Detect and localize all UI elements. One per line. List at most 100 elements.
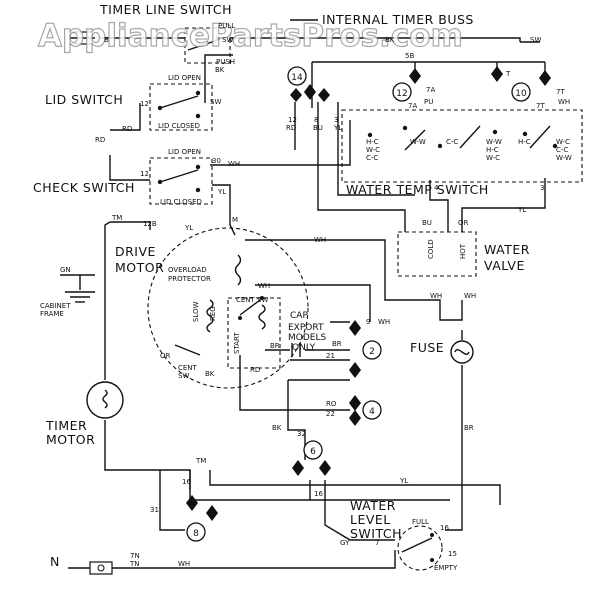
wiring [60,19,546,569]
overload-label-1: OVERLOAD [168,266,207,274]
pos-wc-2: W-C [486,154,500,162]
cam-8-label: 8 [193,529,199,539]
code-wh-check: WH [228,160,240,168]
term-16-mid: 16 [314,490,323,498]
code-br-2: BR [332,340,342,348]
code-wh-motor: WH [258,282,270,290]
water-valve-label-2: VALVE [484,258,525,273]
code-bk-lid: BK [215,66,225,74]
code-rd-left: RD [95,136,105,144]
term-21: 21 [326,352,335,360]
code-wh-neutral: WH [178,560,190,568]
code-yl-check: YL [217,188,226,196]
cam-6-label: 6 [310,447,316,457]
term-31: 31 [150,506,159,514]
cam-2-label: 2 [369,347,375,357]
timer-line-switch-label: TIMER LINE SWITCH [99,2,232,17]
lid-closed-label: LID CLOSED [158,122,200,130]
term-5b: 5B [405,52,414,60]
pos-hc-1: H-C [366,138,379,146]
term-12-cam: 12 [288,116,297,124]
internal-timer-buss-label: INTERNAL TIMER BUSS [322,12,474,27]
term-7t: 7T [556,88,565,96]
cam-12-label: 12 [396,89,407,99]
code-br-start: BR [270,342,280,350]
frame-label: FRAME [40,310,64,318]
code-bu-14: BU [313,124,323,132]
pos-cc-1: C-C [366,154,378,162]
term-16-left: 16 [182,478,191,486]
code-wh-valve: WH [430,292,442,300]
cap-label-1: CAP [290,311,308,321]
lid-open-label: LID OPEN [168,74,201,82]
lid-open-label-2: LID OPEN [168,148,201,156]
term-16-right: 16 [440,524,449,532]
drive-motor-label-2: MOTOR [115,260,164,275]
cabinet-label: CABINET [40,302,71,310]
term-9: 9 [366,318,370,326]
code-yl-2: YL [184,224,193,232]
drive-motor-label-1: DRIVE [115,244,156,259]
water-level-label-2: LEVEL [350,512,391,527]
code-bk-32: BK [272,424,282,432]
code-t-10: T [505,70,511,78]
check-switch-label: CHECK SWITCH [33,180,135,195]
code-gy: GY [340,539,350,547]
code-bk-motor: BK [205,370,215,378]
pos-wc-3: W-C [556,138,570,146]
push-label: PUSH [216,58,235,66]
pos-cc-3: C-C [556,146,568,154]
code-ro: RO [326,400,337,408]
code-sw-top: SW [530,36,541,44]
full-label: FULL [412,518,429,526]
pos-hc-2: H-C [486,146,499,154]
lid-closed-label-2: LID CLOSED [160,198,202,206]
code-tm: TM [111,214,122,222]
term-22: 22 [326,410,335,418]
term-7: 7 [375,539,379,547]
small-labels: LID OPEN LID CLOSED LID OPEN LID CLOSED … [40,22,467,572]
code-tn: TN [129,560,140,568]
code-br-fuse: BR [464,424,474,432]
lid-switch-label: LID SWITCH [45,92,123,107]
code-rd-14: RD [286,124,296,132]
cam-10-label: 10 [515,89,527,99]
wire-codes: B SW BK SW BK SW RD RD WH YL TM YL M GN … [60,36,570,568]
water-valve-label-1: WATER [484,242,530,257]
pos-cc-2: C-C [446,138,458,146]
term-7a-2: 7A [408,102,417,110]
term-4: 4 [434,184,439,192]
code-wh-9: WH [378,318,390,326]
cap-label-3: MODELS [288,333,326,343]
temp-switch-positions: H-C W-C C-C W-W C-C W-W H-C W-C H-C W-C … [366,138,572,162]
component-labels: TIMER LINE SWITCH INTERNAL TIMER BUSS LI… [33,2,530,569]
water-level-label-3: SWITCH [350,526,402,541]
term-30: 30 [212,157,221,165]
code-rd-lid: RD [122,125,132,133]
cold-label: COLD [427,239,435,259]
cam-14-label: 14 [291,73,303,83]
term-15: 15 [448,550,457,558]
water-level-label-1: WATER [350,498,396,513]
watermark: AppliancePartsPros.com [38,18,463,54]
pos-ww-3: W-W [556,154,572,162]
start-label: START [233,332,241,354]
terminal-numbers: 5B 7A 7A 7T 7T 12 12 12 12B 30 8 3 4 3 9… [130,52,565,560]
empty-label: EMPTY [434,564,458,572]
term-3-2: 3 [540,184,544,192]
code-rd-motor: RD [250,366,260,374]
code-wh-7t: WH [558,98,570,106]
neutral-label: N [50,554,60,569]
term-32: 32 [297,430,306,438]
term-12-lid: 12 [140,100,149,108]
code-sw-1: SW [222,36,233,44]
cent-sw-label: CENT SW [236,296,268,304]
pos-wc-1: W-C [366,146,380,154]
term-8: 8 [314,116,318,124]
cam-4-label: 4 [369,407,375,417]
term-12-check: 12 [140,170,149,178]
term-7n: 7N [130,552,140,560]
cap-label-2: EXPORT [288,323,324,333]
pos-hc-3: H-C [518,138,531,146]
code-yl-14: YL [333,124,342,132]
